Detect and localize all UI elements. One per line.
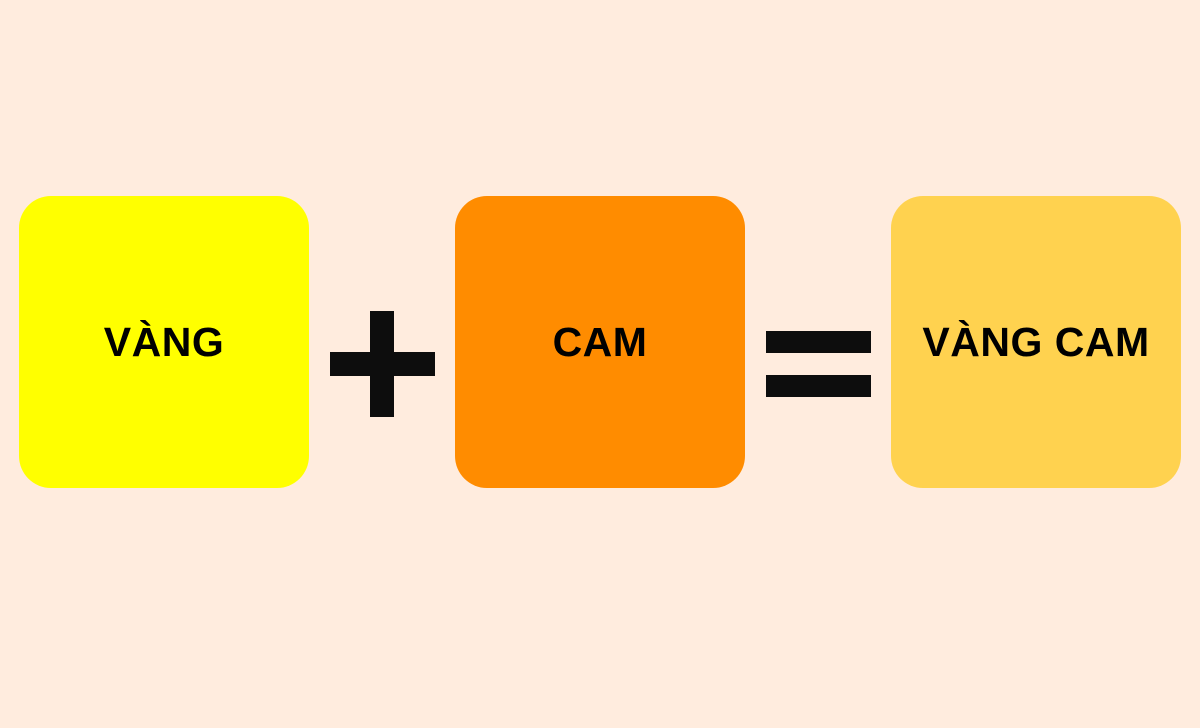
equals-icon-bottom-bar [766,375,871,397]
swatch-result: VÀNG CAM [891,196,1181,488]
plus-icon-vertical-bar [370,311,394,417]
swatch-yellow-label: VÀNG [103,318,225,365]
swatch-orange-label: CAM [552,318,648,365]
swatch-orange: CAM [455,196,745,488]
swatch-yellow: VÀNG [19,196,309,488]
swatch-result-label: VÀNG CAM [922,318,1150,365]
equals-icon-top-bar [766,331,871,353]
